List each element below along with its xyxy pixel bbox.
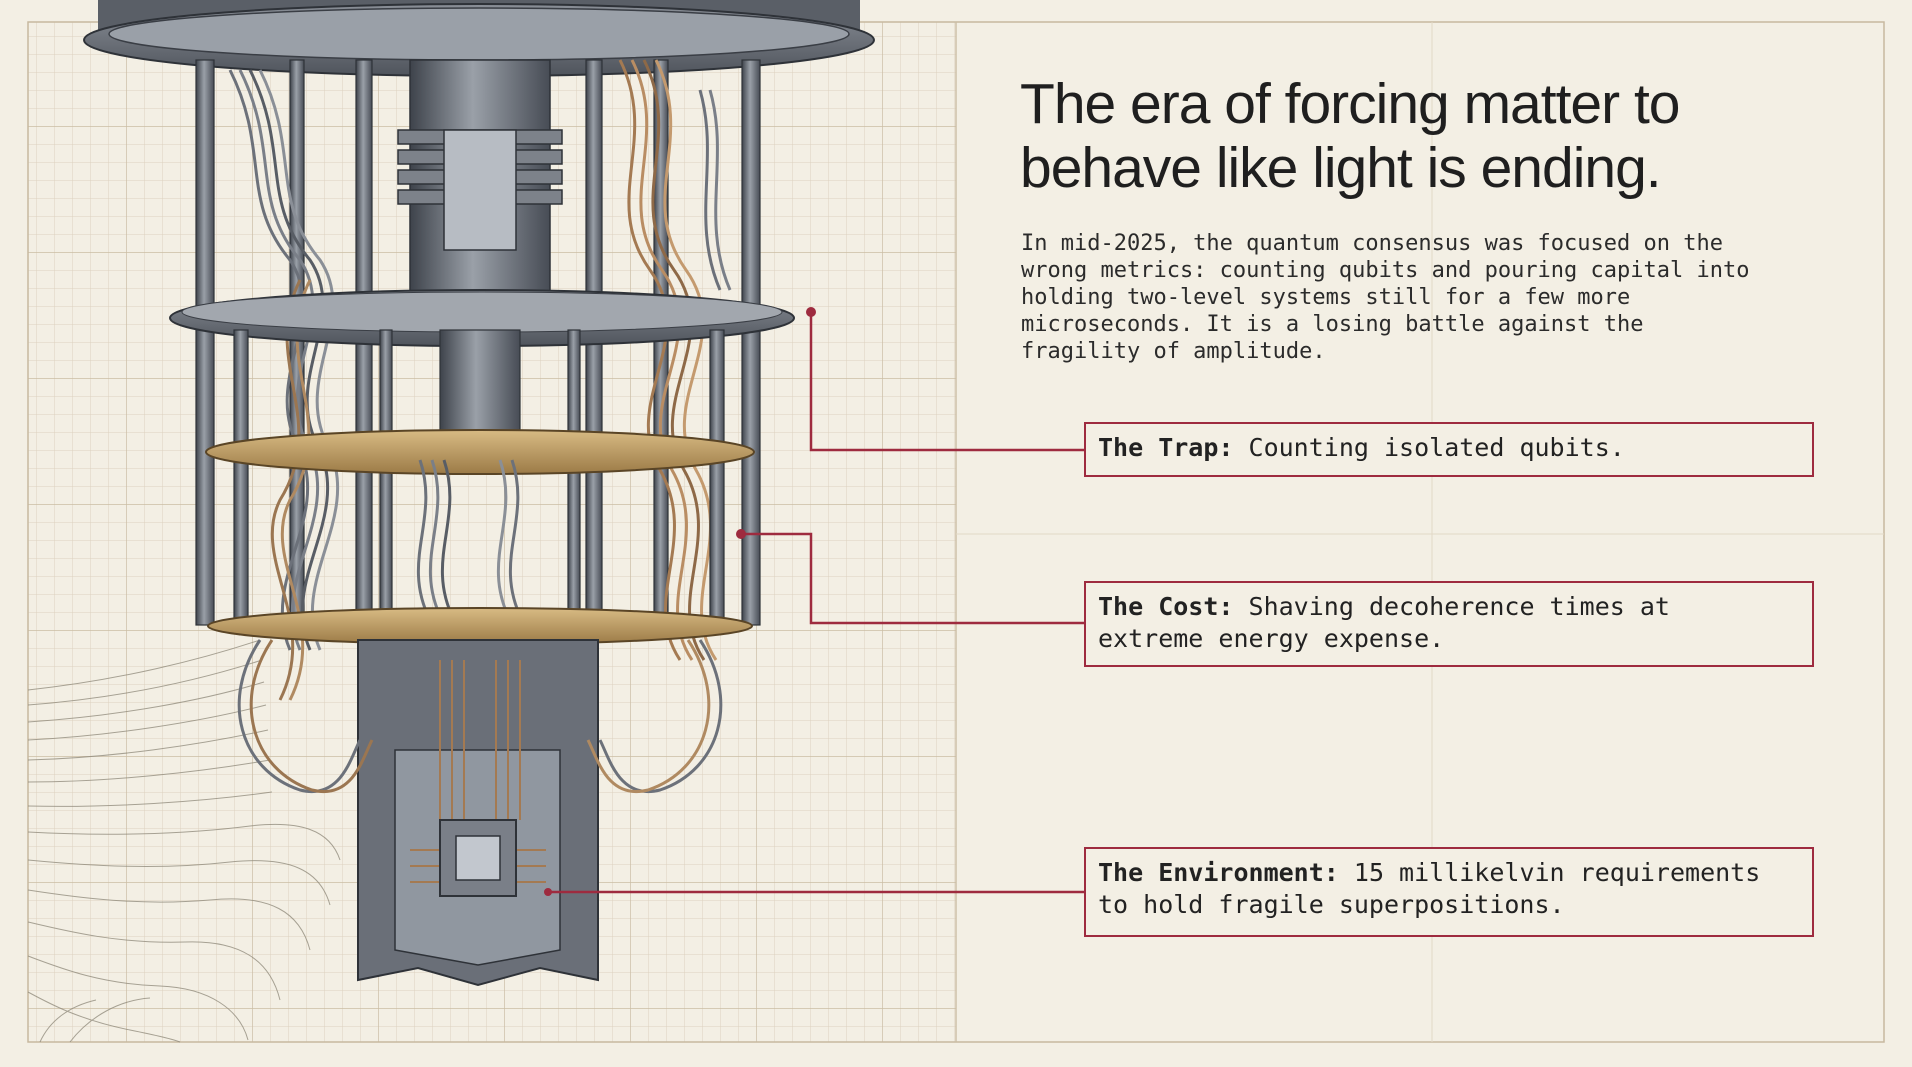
leader-lines bbox=[548, 312, 1084, 894]
callout-line: The Environment: 15 millikelvin requirem… bbox=[1098, 857, 1800, 889]
callout-text: to hold fragile superpositions. bbox=[1098, 890, 1565, 919]
callout-text: Counting isolated qubits. bbox=[1248, 433, 1625, 462]
headline-line-2: behave like light is ending. bbox=[1020, 136, 1662, 200]
callout-trap: The Trap: Counting isolated qubits. bbox=[1084, 422, 1814, 477]
intro-line: wrong metrics: counting qubits and pouri… bbox=[1021, 258, 1750, 283]
callout-environment: The Environment: 15 millikelvin requirem… bbox=[1084, 847, 1814, 937]
callout-cost: The Cost: Shaving decoherence times at e… bbox=[1084, 581, 1814, 667]
leader-cost bbox=[741, 532, 1084, 625]
callout-text: extreme energy expense. bbox=[1098, 624, 1445, 653]
headline-line-1: The era of forcing matter to bbox=[1020, 72, 1680, 136]
callout-line: The Trap: Counting isolated qubits. bbox=[1098, 432, 1800, 464]
callout-text: Shaving decoherence times at bbox=[1248, 592, 1670, 621]
intro-line: holding two-level systems still for a fe… bbox=[1021, 285, 1631, 310]
leader-dots bbox=[544, 307, 816, 896]
callout-text: 15 millikelvin requirements bbox=[1353, 858, 1761, 887]
intro-paragraph: In mid-2025, the quantum consensus was f… bbox=[1021, 230, 1901, 365]
intro-line: fragility of amplitude. bbox=[1021, 339, 1326, 364]
callout-label: The Trap: bbox=[1098, 433, 1234, 462]
callout-line: The Cost: Shaving decoherence times at bbox=[1098, 591, 1800, 623]
callout-label: The Cost: bbox=[1098, 592, 1234, 621]
headline: The era of forcing matter to behave like… bbox=[1020, 72, 1880, 200]
leader-trap bbox=[809, 312, 1084, 452]
intro-line: In mid-2025, the quantum consensus was f… bbox=[1021, 231, 1723, 256]
intro-line: microseconds. It is a losing battle agai… bbox=[1021, 312, 1644, 337]
callout-label: The Environment: bbox=[1098, 858, 1339, 887]
cryostat-illustration bbox=[83, 0, 875, 987]
